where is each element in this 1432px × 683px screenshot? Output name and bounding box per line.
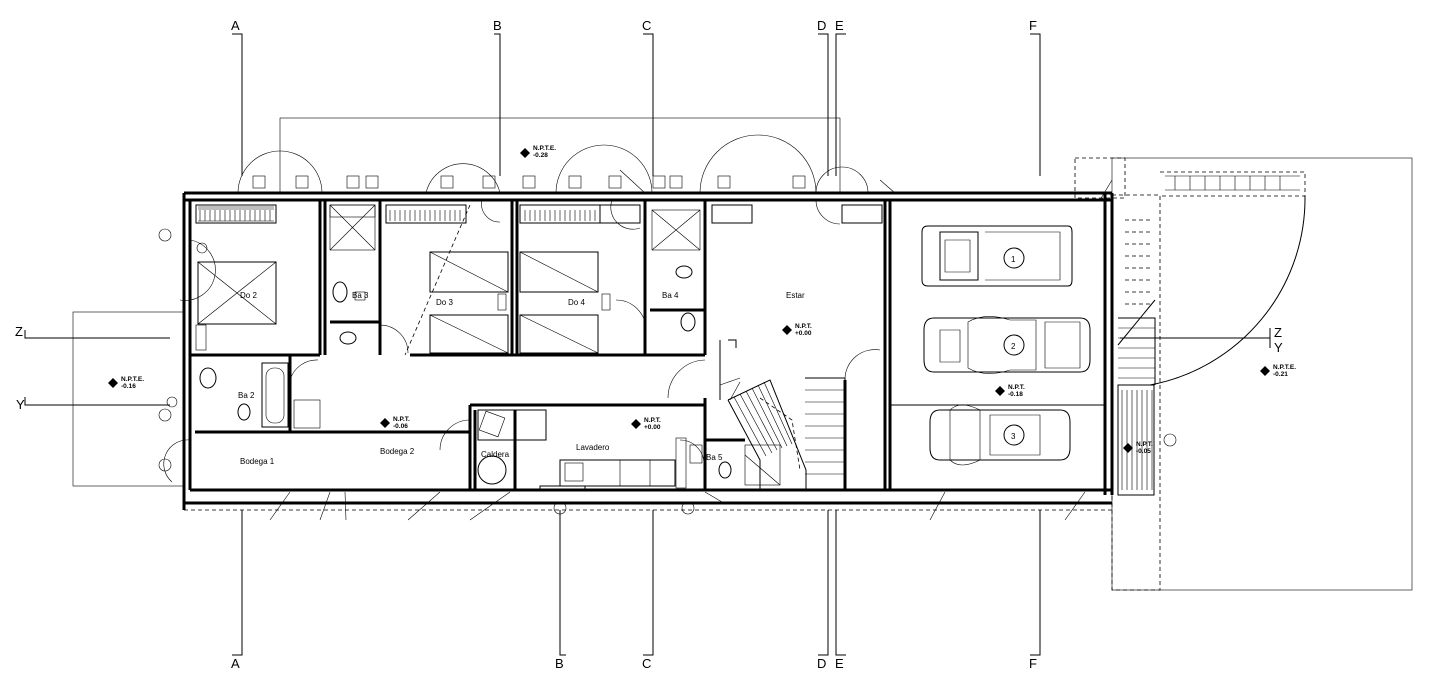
svg-text:N.P.T.: N.P.T.	[644, 417, 661, 424]
grid-axis-a: A A	[231, 18, 243, 671]
car-number-1: 1	[1011, 255, 1016, 264]
axis-label-b-top: B	[493, 18, 502, 33]
bed-do4-bottom	[519, 314, 599, 354]
room-label-do2: Do 2	[240, 291, 257, 300]
bed-do4-top	[519, 251, 599, 293]
grid-axis-d-e: D E D E	[817, 18, 846, 671]
entry-stairs	[1117, 175, 1300, 496]
axis-label-f-top: F	[1029, 18, 1037, 33]
beds	[195, 204, 611, 356]
axis-label-d-bottom: D	[817, 656, 826, 671]
axis-label-e-top: E	[835, 18, 844, 33]
axis-label-c-bottom: C	[642, 656, 651, 671]
axis-label-b-bottom: B	[555, 656, 564, 671]
level-npte-top: N.P.T.E. -0.28	[520, 145, 556, 159]
grid-axis-f: F F	[1029, 18, 1041, 671]
axis-label-e-bottom: E	[835, 656, 844, 671]
car-1: 1	[921, 225, 1073, 287]
svg-text:-0.16: -0.16	[121, 383, 136, 390]
svg-text:N.P.T.: N.P.T.	[795, 323, 812, 330]
room-labels: Do 2 Do 3 Do 4 Ba 2 Ba 3 Ba 4 Ba 5 Estar…	[238, 291, 805, 466]
room-label-ba4: Ba 4	[662, 291, 679, 300]
stairs	[719, 339, 846, 490]
windows-top	[195, 204, 883, 224]
axis-label-a-bottom: A	[231, 656, 240, 671]
bed-do3-top	[429, 251, 509, 293]
svg-text:+0.00: +0.00	[795, 330, 812, 337]
section-label-y-right: Y	[1274, 340, 1283, 355]
svg-text:-0.06: -0.06	[393, 423, 408, 430]
grid-axis-b: B B	[493, 18, 566, 671]
svg-text:-0.18: -0.18	[1008, 391, 1023, 398]
car-number-2: 2	[1011, 342, 1016, 351]
svg-text:N.P.T.E.: N.P.T.E.	[1273, 364, 1296, 371]
level-bodega2: N.P.T. -0.06	[380, 416, 410, 430]
svg-text:N.P.T.: N.P.T.	[393, 416, 410, 423]
svg-text:N.P.T.E.: N.P.T.E.	[121, 376, 144, 383]
svg-text:-0.28: -0.28	[533, 152, 548, 159]
interior-walls	[190, 200, 1105, 490]
room-label-estar: Estar	[786, 291, 805, 300]
room-label-lavadero: Lavadero	[576, 443, 610, 452]
level-npte-left: N.P.T.E. -0.16	[108, 376, 144, 390]
bathroom-fixtures	[199, 204, 781, 486]
room-label-bodega2: Bodega 2	[380, 447, 415, 456]
opening-swings	[163, 134, 881, 483]
cars: 1 2 3	[921, 225, 1091, 466]
svg-text:N.P.T.: N.P.T.	[1136, 441, 1153, 448]
section-marks: Z Y Z Y	[15, 324, 1283, 412]
grid-axes: A A B B C C D E D E	[231, 18, 1041, 671]
window-tags	[158, 175, 1177, 515]
svg-text:-0.21: -0.21	[1273, 371, 1288, 378]
exterior-walls	[182, 191, 1114, 511]
axis-label-d-top: D	[817, 18, 826, 33]
car-3: 3	[929, 404, 1071, 466]
level-garage: N.P.T. -0.18	[995, 384, 1025, 398]
laundry-fixtures	[477, 409, 687, 492]
level-npte-right: N.P.T.E. -0.21	[1260, 364, 1296, 378]
svg-text:N.P.T.: N.P.T.	[1008, 384, 1025, 391]
axis-label-c-top: C	[642, 18, 651, 33]
room-label-bodega1: Bodega 1	[240, 457, 275, 466]
section-label-z-right: Z	[1274, 325, 1282, 340]
room-label-do3: Do 3	[436, 298, 453, 307]
svg-text:N.P.T.E.: N.P.T.E.	[533, 145, 556, 152]
room-label-ba5: Ba 5	[706, 453, 723, 462]
grid-axis-c: C C	[642, 18, 654, 671]
car-number-3: 3	[1011, 432, 1016, 441]
section-label-y-left: Y	[16, 397, 25, 412]
axis-label-f-bottom: F	[1029, 656, 1037, 671]
section-label-z-left: Z	[15, 324, 23, 339]
room-label-do4: Do 4	[568, 298, 585, 307]
bed-do2	[197, 261, 277, 325]
room-label-ba3: Ba 3	[352, 291, 369, 300]
car-2: 2	[923, 316, 1091, 374]
svg-text:-0.05: -0.05	[1136, 448, 1151, 455]
svg-text:+0.00: +0.00	[644, 424, 661, 431]
room-label-caldera: Caldera	[481, 450, 510, 459]
level-estar: N.P.T. +0.00	[782, 323, 812, 337]
bed-do3-bottom	[429, 314, 509, 354]
level-lavadero: N.P.T. +0.00	[631, 417, 661, 431]
annotation-leaders	[269, 169, 1113, 521]
axis-label-a-top: A	[231, 18, 240, 33]
room-label-ba2: Ba 2	[238, 391, 255, 400]
level-entry: N.P.T. -0.05	[1123, 441, 1153, 455]
level-markers: N.P.T.E. -0.28 N.P.T.E. -0.16 N.P.T.E. -…	[108, 145, 1296, 455]
